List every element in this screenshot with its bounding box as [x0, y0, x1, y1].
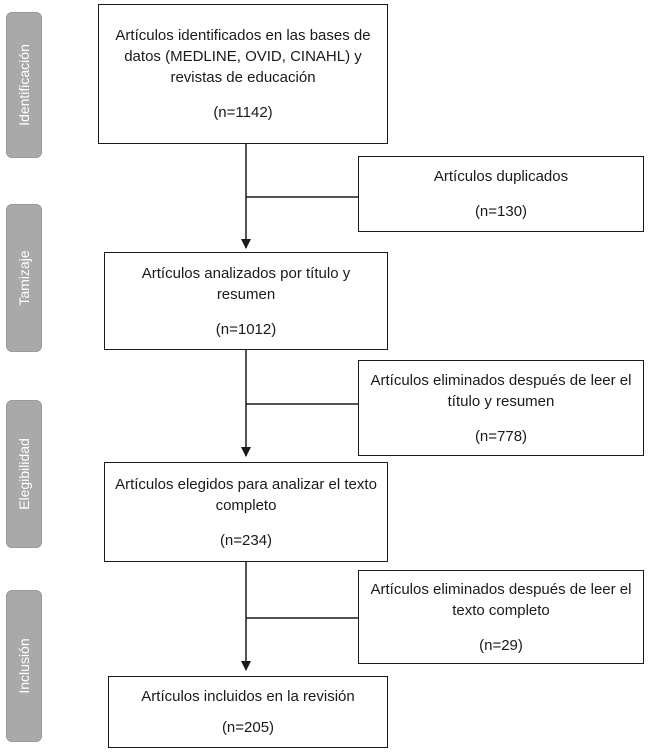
- phase-inclusion: Inclusión: [6, 590, 42, 742]
- phase-tamizaje: Tamizaje: [6, 204, 42, 352]
- box-eliminados-titulo-text: Artículos eliminados después de leer el …: [370, 371, 632, 410]
- box-duplicados-count: (n=130): [474, 203, 528, 220]
- phase-elegibilidad: Elegibilidad: [6, 400, 42, 548]
- box-analizados-count: (n=1012): [215, 320, 277, 338]
- phase-identificacion: Identificación: [6, 12, 42, 158]
- box-eliminados-texto-count: (n=29): [479, 636, 523, 654]
- box-duplicados: Artículos duplicados (n=130): [358, 156, 644, 232]
- box-elegidos-count: (n=234): [219, 531, 273, 549]
- box-identificados-count: (n=1142): [213, 104, 273, 121]
- box-identificados-text: Artículos identificados en las bases de …: [115, 27, 371, 86]
- box-identificados: Artículos identificados en las bases de …: [98, 4, 388, 144]
- box-incluidos-count: (n=205): [221, 719, 275, 736]
- box-eliminados-texto: Artículos eliminados después de leer el …: [358, 570, 644, 664]
- box-elegidos: Artículos elegidos para analizar el text…: [104, 462, 388, 562]
- box-analizados-text: Artículos analizados por título y resume…: [141, 264, 351, 303]
- box-analizados: Artículos analizados por título y resume…: [104, 252, 388, 350]
- box-incluidos-text: Artículos incluidos en la revisión: [141, 688, 355, 705]
- box-incluidos: Artículos incluidos en la revisión (n=20…: [108, 676, 388, 748]
- box-elegidos-text: Artículos elegidos para analizar el text…: [115, 475, 377, 514]
- box-duplicados-text: Artículos duplicados: [433, 168, 569, 185]
- box-eliminados-titulo-count: (n=778): [474, 427, 528, 445]
- box-eliminados-titulo: Artículos eliminados después de leer el …: [358, 360, 644, 456]
- box-eliminados-texto-text: Artículos eliminados después de leer el …: [370, 580, 632, 619]
